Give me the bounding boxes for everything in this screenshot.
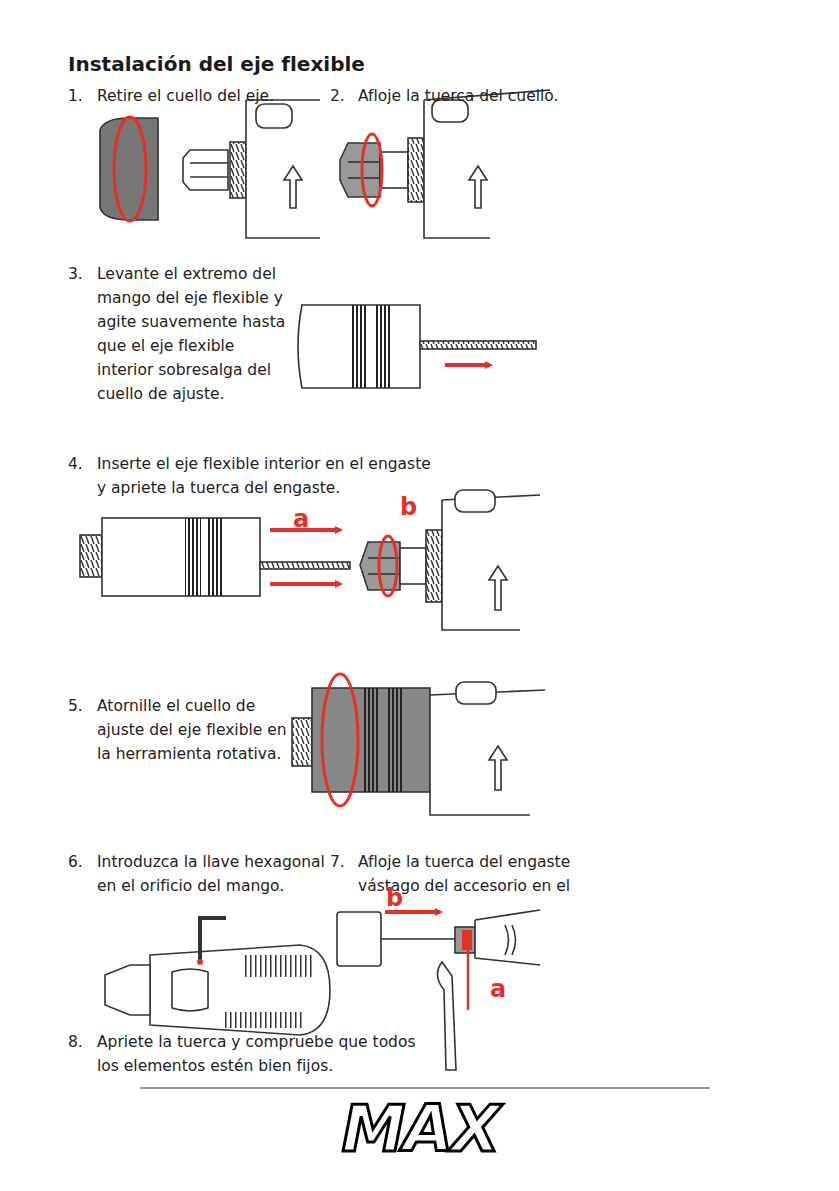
brand-logo: MAX (300, 1096, 540, 1162)
step-text: Levante el extremo del mango del eje fle… (97, 262, 293, 406)
callout-letter: b (386, 885, 403, 911)
step-text: Apriete la tuerca y compruebe que todos … (97, 1030, 442, 1078)
step-number: 2. (330, 84, 345, 108)
step-number: 8. (68, 1030, 83, 1054)
step-number: 5. (68, 694, 83, 718)
step-number: 7. (330, 850, 345, 874)
step-text: Retire el cuello del eje. (97, 84, 322, 108)
callout-letter: a (293, 506, 309, 532)
callout-letter: b (400, 494, 417, 520)
page-title: Instalación del eje flexible (68, 52, 468, 76)
step-text: Introduzca la llave hexagonal en el orif… (97, 850, 327, 898)
step-number: 3. (68, 262, 83, 286)
step-text: Afloje la tuerca del cuello. (358, 84, 608, 108)
step-text: Inserte el eje flexible interior en el e… (97, 452, 442, 500)
step-text: Atornille el cuello de ajuste del eje fl… (97, 694, 297, 766)
step-number: 4. (68, 452, 83, 476)
callout-letter: a (490, 976, 506, 1002)
step-number: 1. (68, 84, 83, 108)
step-number: 6. (68, 850, 83, 874)
